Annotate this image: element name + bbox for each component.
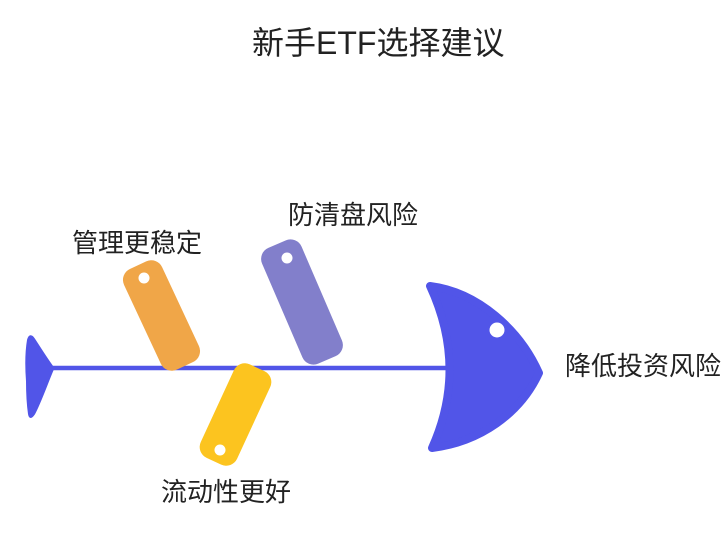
fish-head [426,282,543,452]
bone-end-dot [281,252,293,264]
bone-end-dot [138,272,150,284]
cause-label-liquidity: 流动性更好 [161,477,292,507]
fish-eye-dot [489,322,505,338]
diagram-title: 新手ETF选择建议 [252,25,505,61]
cause-label-management: 管理更稳定 [72,228,203,258]
cause-bone-liquidation-risk [261,239,343,365]
cause-bone-liquidity [199,363,272,466]
bone-end-dot [214,444,226,456]
effect-label: 降低投资风险 [565,351,722,381]
cause-label-liquidation-risk: 防清盘风险 [288,200,419,230]
cause-bone-management [122,260,201,371]
fish-tail [25,335,54,418]
